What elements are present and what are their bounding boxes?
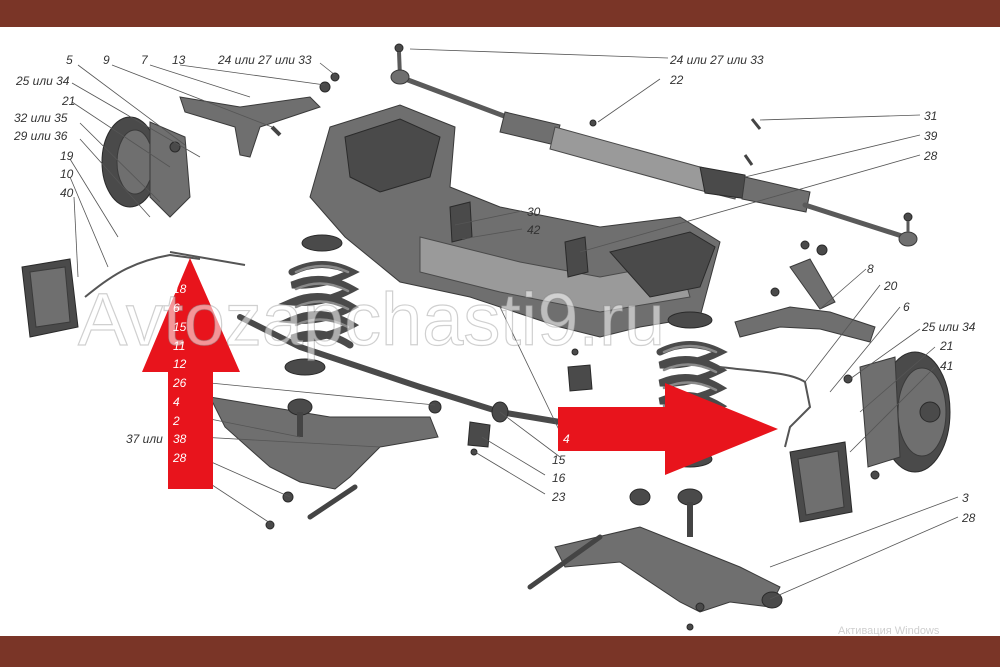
label-39: 39 (924, 129, 938, 143)
label-26: 26 (172, 376, 187, 390)
label-18: 18 (173, 282, 187, 296)
right-arrow-icon (558, 383, 778, 475)
label-21-right: 21 (939, 339, 953, 353)
label-42: 42 (527, 223, 541, 237)
up-arrow-icon (142, 258, 240, 489)
label-21-left: 21 (61, 94, 75, 108)
label-4-left: 4 (173, 395, 180, 409)
windows-activation-overlay: Активация Windows (838, 625, 940, 636)
bracket-center (567, 364, 593, 392)
label-8: 8 (867, 262, 874, 276)
label-2: 2 (172, 414, 180, 428)
label-41: 41 (940, 359, 953, 373)
bushing-bracket-16 (467, 421, 491, 448)
left-coil-spring (278, 234, 360, 376)
right-lower-control-arm (527, 488, 783, 631)
label-15-left: 15 (173, 320, 187, 334)
label-25-34-left: 25 или 34 (15, 74, 70, 88)
label-32-35: 32 или 35 (14, 111, 68, 125)
label-9: 9 (103, 53, 110, 67)
label-7: 7 (141, 53, 149, 67)
bolt-31 (750, 118, 762, 130)
label-24-27-33-left: 24 или 27 или 33 (217, 53, 312, 67)
left-lower-control-arm (209, 396, 439, 530)
left-upper-control-arm (179, 72, 340, 158)
label-3: 3 (962, 491, 969, 505)
stabilizer-link (169, 251, 246, 266)
steering-rack (390, 43, 918, 247)
label-15-center: 15 (552, 453, 566, 467)
label-28-left: 28 (172, 451, 187, 465)
label-30: 30 (527, 205, 541, 219)
label-6-right: 6 (903, 300, 910, 314)
label-12: 12 (173, 357, 187, 371)
leader-lines (69, 48, 959, 600)
right-brake-caliper (789, 441, 853, 523)
bottom-border-band (0, 636, 1000, 667)
label-22: 22 (669, 73, 684, 87)
stabilizer-bar (237, 314, 563, 425)
left-brake-caliper (21, 258, 79, 338)
part-labels: 5 9 7 13 24 или 27 или 33 25 или 34 21 3… (13, 53, 976, 525)
label-19: 19 (60, 149, 74, 163)
bolt-39 (743, 154, 754, 166)
label-23: 23 (551, 490, 566, 504)
label-10: 10 (60, 167, 74, 181)
label-16: 16 (552, 471, 566, 485)
left-knuckle-hub (101, 116, 191, 218)
label-28-top: 28 (923, 149, 938, 163)
label-20: 20 (883, 279, 898, 293)
left-brake-hose (84, 253, 201, 298)
label-11: 11 (173, 339, 185, 353)
label-38: 38 (173, 432, 187, 446)
label-31: 31 (924, 109, 937, 123)
suspension-exploded-diagram: Avtozapchasti9.ru 5 9 7 13 24 или 27 или… (13, 43, 976, 636)
label-24-27-33-right: 24 или 27 или 33 (669, 53, 764, 67)
label-29-36: 29 или 36 (13, 129, 68, 143)
right-brake-hose (719, 366, 812, 448)
subframe-crossmember (309, 104, 721, 338)
label-4-center: 4 (563, 432, 570, 446)
right-hub-disc (859, 351, 951, 473)
top-border-band (0, 0, 1000, 27)
right-upper-control-arm (734, 240, 876, 343)
label-28-bottom: 28 (961, 511, 976, 525)
watermark-text: Avtozapchasti9.ru (78, 278, 665, 361)
label-6-left: 6 (173, 301, 180, 315)
label-40: 40 (60, 186, 74, 200)
label-13: 13 (172, 53, 186, 67)
label-5: 5 (66, 53, 73, 67)
label-37-or: 37 или (126, 432, 163, 446)
label-25-34-right: 25 или 34 (921, 320, 976, 334)
